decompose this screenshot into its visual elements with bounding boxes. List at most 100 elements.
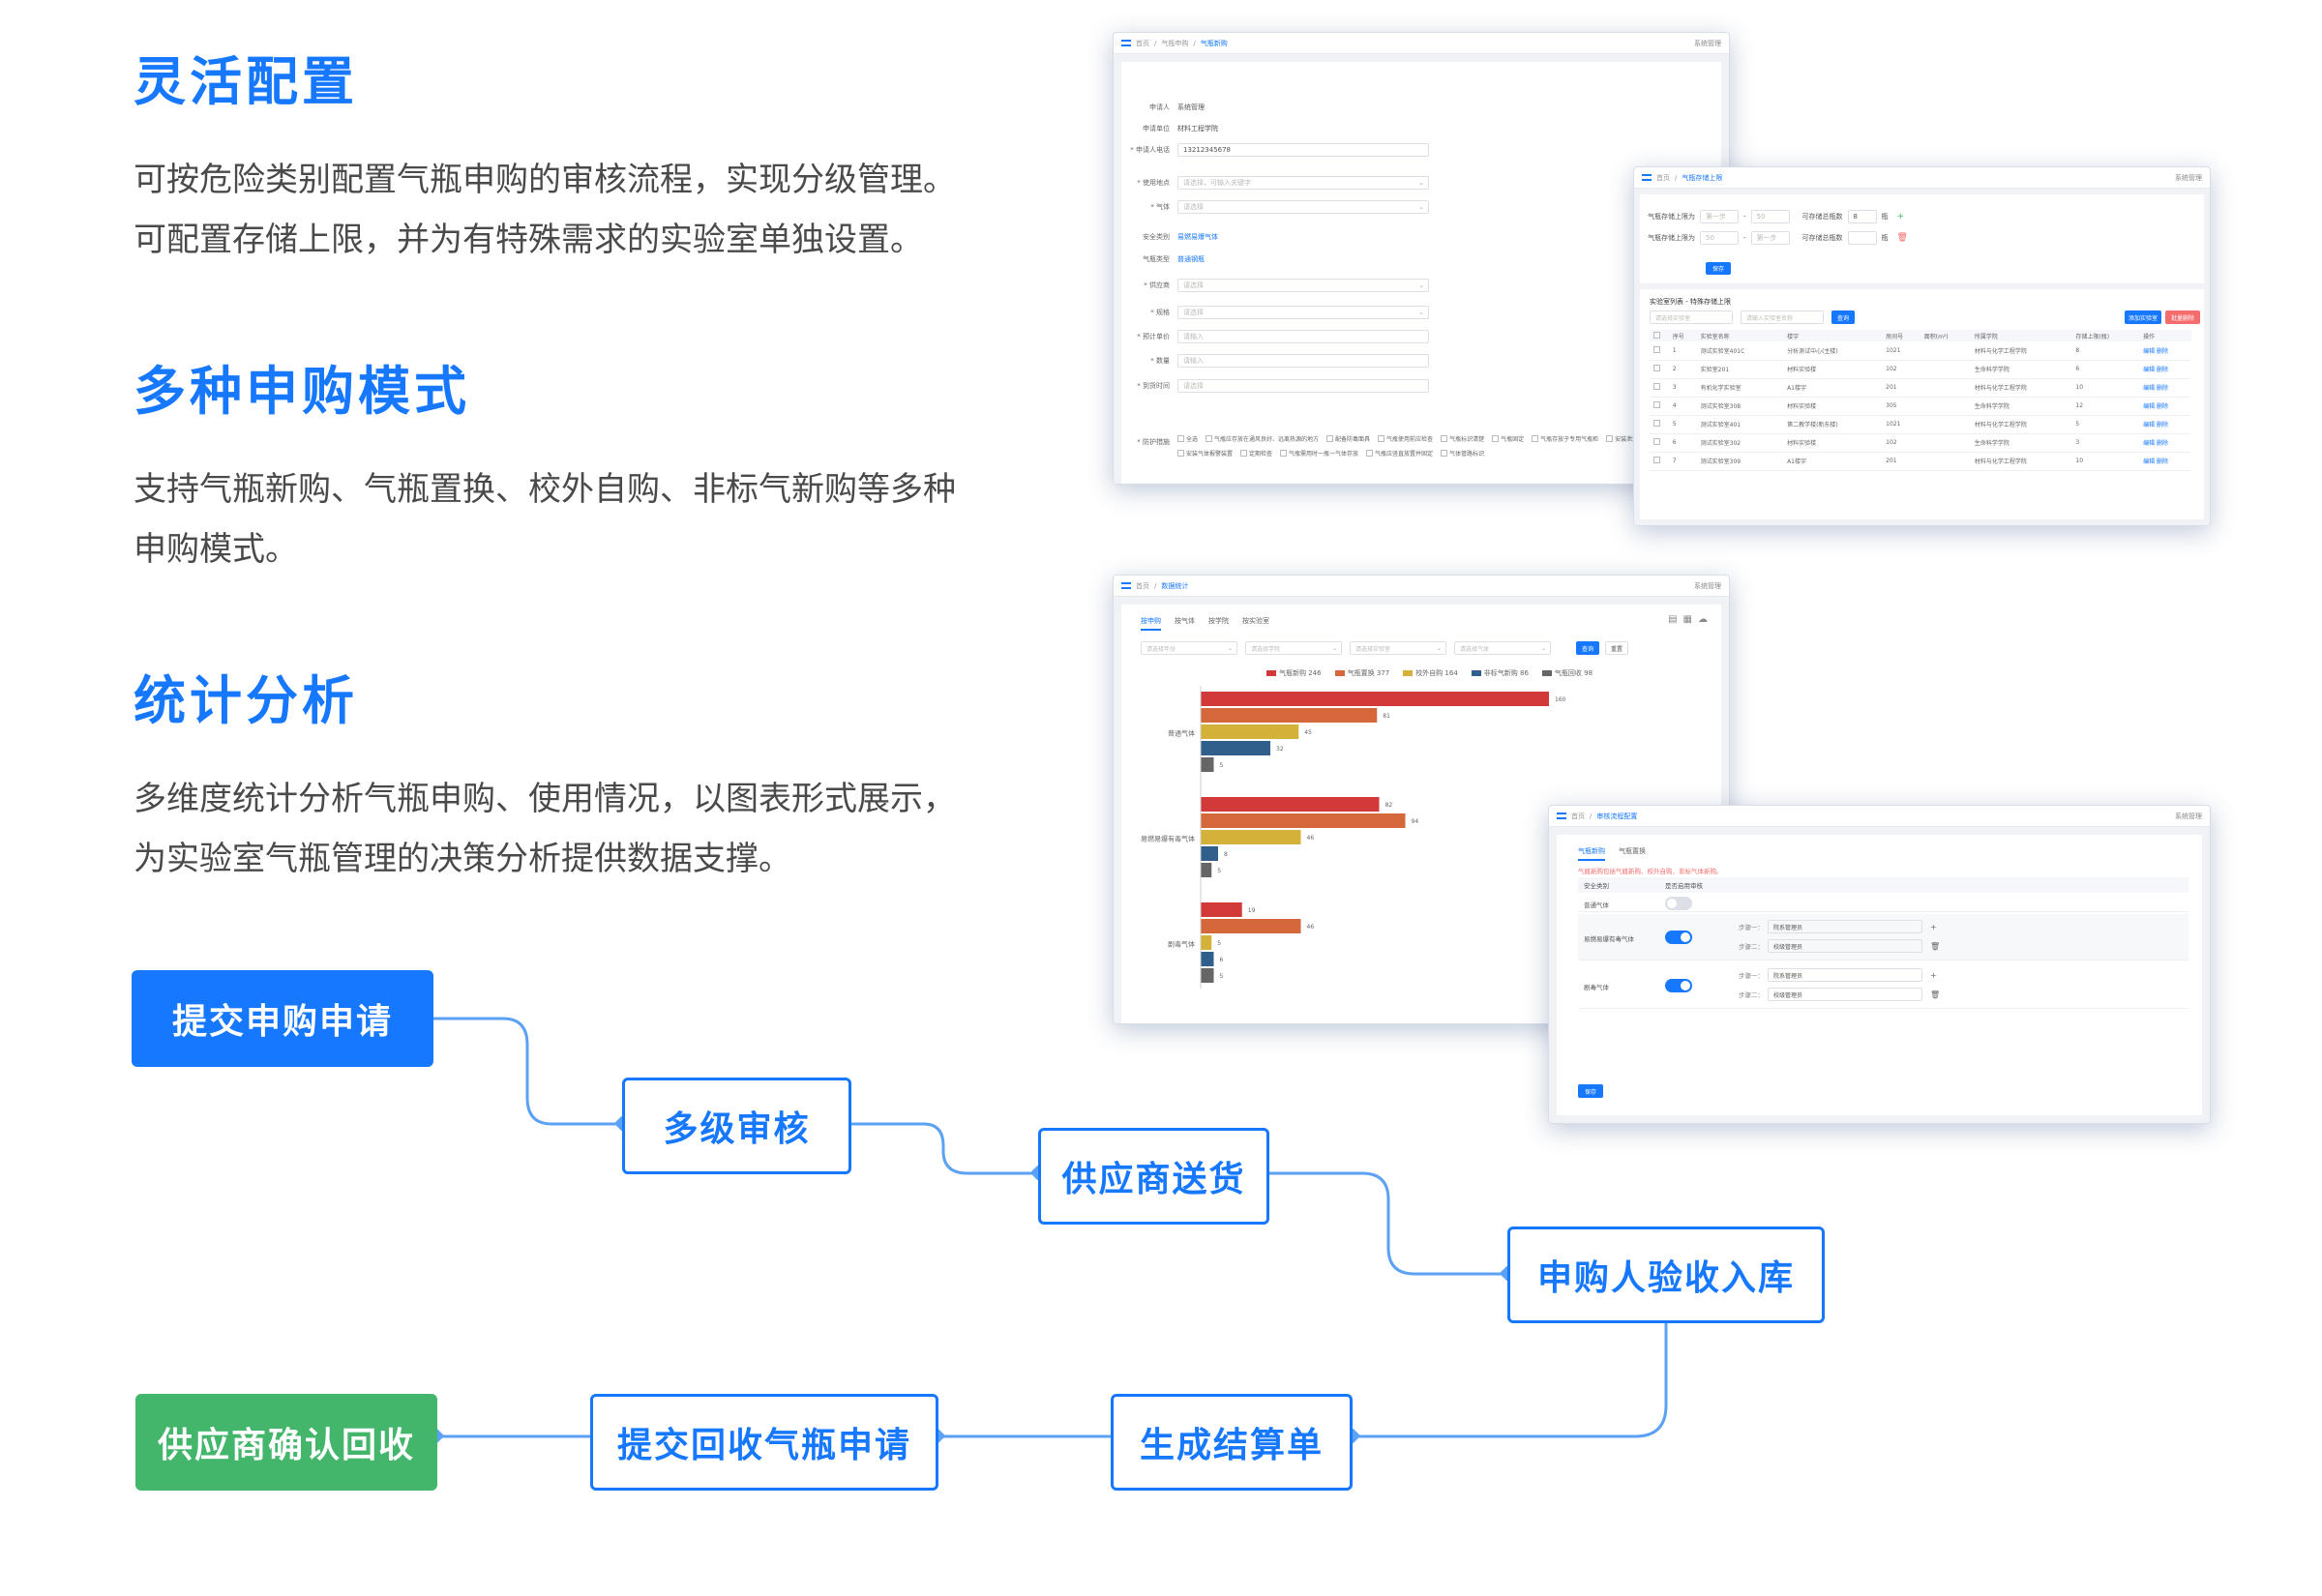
limit-input[interactable]: 8: [1847, 210, 1877, 223]
save-button[interactable]: 保存: [1706, 262, 1731, 275]
form-input[interactable]: 请输入: [1177, 330, 1429, 344]
step-role-select[interactable]: 院系管理员: [1768, 920, 1922, 933]
protection-checkbox[interactable]: 气瓶应存放在通风良好、远离热源的地方: [1206, 434, 1319, 443]
delete-icon[interactable]: 🗑: [1930, 990, 1941, 999]
protection-checkbox[interactable]: 气瓶应竖直放置并固定: [1366, 449, 1433, 458]
delete-icon[interactable]: 🗑: [1896, 233, 1908, 243]
stats-tab[interactable]: 按实验室: [1242, 617, 1269, 625]
chart-bar[interactable]: [1201, 846, 1218, 861]
chart-icon[interactable]: ▦: [1682, 614, 1692, 625]
add-icon[interactable]: +: [1896, 212, 1905, 222]
protection-checkbox[interactable]: 安装泄漏报警: [1606, 434, 1650, 443]
delete-icon[interactable]: 🗑: [1930, 941, 1941, 951]
checkbox-icon[interactable]: [1653, 420, 1660, 427]
lab-select[interactable]: 请选择实验室: [1650, 310, 1733, 324]
form-input[interactable]: 请输入: [1177, 354, 1429, 369]
user-menu[interactable]: 系统管理: [2175, 812, 2202, 820]
table-cell[interactable]: 编辑 删除: [2139, 415, 2191, 434]
stats-filter-select[interactable]: 请选择气体⌄: [1454, 641, 1551, 655]
checkbox-icon[interactable]: [1653, 331, 1660, 339]
legend-item[interactable]: 非标气新购 86: [1471, 668, 1529, 678]
protection-checkbox[interactable]: 气体管路标识: [1441, 449, 1484, 458]
chart-bar[interactable]: [1201, 797, 1380, 812]
protection-checkbox[interactable]: 气瓶使用前应检查: [1378, 434, 1433, 443]
protection-checkbox[interactable]: 气瓶固定: [1492, 434, 1524, 443]
protection-checkbox[interactable]: 配备防毒面具: [1326, 434, 1370, 443]
chart-bar[interactable]: [1201, 708, 1378, 723]
form-select[interactable]: 请选择⌄: [1177, 279, 1429, 292]
chart-bar[interactable]: [1201, 952, 1214, 966]
table-cell[interactable]: 编辑 删除: [2139, 452, 2191, 471]
step-role-select[interactable]: 校级管理员: [1768, 988, 1922, 1001]
step-role-select[interactable]: 校级管理员: [1768, 939, 1922, 953]
breadcrumb-item[interactable]: 首页: [1136, 581, 1149, 590]
limit-input[interactable]: 50: [1700, 231, 1739, 245]
form-select[interactable]: 请选择，可输入关键字⌄: [1177, 175, 1429, 190]
enable-toggle[interactable]: [1665, 897, 1692, 910]
table-icon[interactable]: ▤: [1668, 614, 1678, 625]
protection-checkbox[interactable]: 气瓶标识清楚: [1441, 434, 1484, 443]
search-button[interactable]: 查询: [1576, 641, 1599, 655]
stats-filter-select[interactable]: 请选择年份⌄: [1141, 641, 1237, 655]
limit-input[interactable]: 第一步: [1750, 231, 1790, 245]
menu-icon[interactable]: [1121, 40, 1131, 46]
legend-item[interactable]: 气瓶回收 98: [1541, 668, 1593, 678]
save-button[interactable]: 保存: [1578, 1084, 1603, 1098]
download-icon[interactable]: ☁: [1698, 614, 1708, 625]
table-cell[interactable]: 编辑 删除: [2139, 341, 2191, 361]
checkbox-icon[interactable]: [1653, 345, 1660, 353]
breadcrumb-item[interactable]: 首页: [1656, 173, 1670, 182]
user-menu[interactable]: 系统管理: [1694, 581, 1721, 590]
stats-tab[interactable]: 按学院: [1208, 617, 1229, 625]
limit-input[interactable]: 50: [1750, 210, 1790, 223]
chart-bar[interactable]: [1201, 863, 1212, 877]
protection-checkbox[interactable]: 安装气体报警装置: [1177, 449, 1233, 458]
chart-bar[interactable]: [1201, 724, 1299, 739]
stats-filter-select[interactable]: 请选择实验室⌄: [1350, 641, 1446, 655]
enable-toggle[interactable]: [1665, 931, 1692, 944]
breadcrumb-item[interactable]: 气瓶申购: [1161, 39, 1189, 47]
chart-bar[interactable]: [1201, 935, 1212, 950]
table-cell[interactable]: 编辑 删除: [2139, 378, 2191, 398]
chart-bar[interactable]: [1201, 830, 1301, 844]
protection-checkbox[interactable]: 定期检查: [1240, 449, 1272, 458]
step-role-select[interactable]: 院系管理员: [1768, 968, 1922, 982]
form-input[interactable]: 请选择: [1177, 378, 1429, 393]
add-icon[interactable]: +: [1930, 922, 1937, 931]
enable-toggle[interactable]: [1665, 979, 1692, 992]
stats-tab[interactable]: 按气体: [1175, 617, 1195, 625]
chart-bar[interactable]: [1201, 692, 1549, 706]
legend-item[interactable]: 气瓶置换 377: [1334, 668, 1389, 678]
checkbox-icon[interactable]: [1653, 383, 1660, 390]
chart-bar[interactable]: [1201, 757, 1214, 772]
table-cell[interactable]: 编辑 删除: [2139, 360, 2191, 379]
reset-button[interactable]: 重置: [1605, 641, 1628, 655]
review-tab[interactable]: 气瓶新购: [1578, 846, 1605, 861]
legend-item[interactable]: 校外自购 164: [1403, 668, 1458, 678]
user-menu[interactable]: 系统管理: [2175, 173, 2202, 182]
review-tab[interactable]: 气瓶置换: [1619, 847, 1646, 855]
chart-bar[interactable]: [1201, 968, 1214, 983]
form-input[interactable]: 13212345678: [1177, 143, 1429, 157]
checkbox-icon[interactable]: [1653, 401, 1660, 408]
limit-input[interactable]: [1847, 231, 1877, 245]
user-menu[interactable]: 系统管理: [1694, 39, 1721, 47]
protection-checkbox[interactable]: 气瓶存放于专用气瓶柜: [1532, 434, 1598, 443]
breadcrumb-item[interactable]: 首页: [1136, 39, 1149, 47]
legend-item[interactable]: 气瓶新购 246: [1266, 668, 1322, 678]
add-lab-button[interactable]: 添加实验室: [2125, 310, 2161, 324]
protection-checkbox[interactable]: 全选: [1177, 434, 1198, 443]
stats-tab[interactable]: 按申购: [1141, 616, 1161, 631]
menu-icon[interactable]: [1557, 813, 1566, 819]
menu-icon[interactable]: [1642, 174, 1652, 181]
add-icon[interactable]: +: [1930, 970, 1937, 980]
breadcrumb-item[interactable]: 首页: [1571, 812, 1585, 820]
batch-delete-button[interactable]: 批量删除: [2165, 310, 2200, 324]
table-cell[interactable]: 编辑 删除: [2139, 433, 2191, 453]
chart-bar[interactable]: [1201, 902, 1242, 917]
checkbox-icon[interactable]: [1653, 438, 1660, 445]
table-cell[interactable]: 编辑 删除: [2139, 397, 2191, 416]
chart-bar[interactable]: [1201, 741, 1270, 755]
form-select[interactable]: 请选择⌄: [1177, 306, 1429, 319]
menu-icon[interactable]: [1121, 582, 1131, 589]
